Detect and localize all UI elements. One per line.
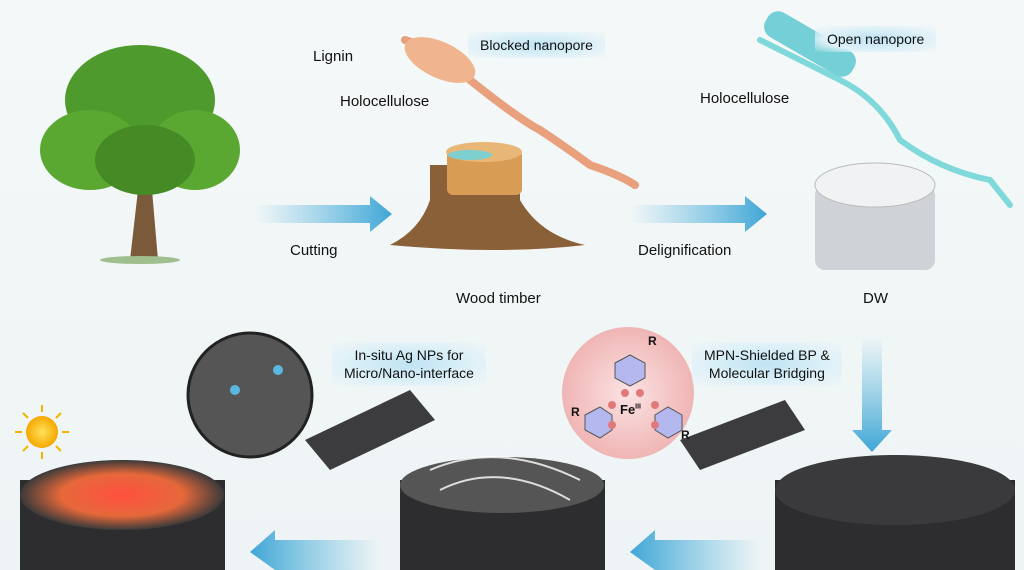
ag-np-line1: In-situ Ag NPs for <box>354 347 464 363</box>
mpn-line1: MPN-Shielded BP & <box>704 347 830 363</box>
holocellulose-left-label: Holocellulose <box>340 93 430 110</box>
cutting-arrow <box>255 196 392 232</box>
carbon-block-middle <box>400 456 605 570</box>
ag-np-label: In-situ Ag NPs for Micro/Nano-interface <box>332 342 486 386</box>
mpn-line2: Molecular Bridging <box>708 365 825 381</box>
mpn-label: MPN-Shielded BP & Molecular Bridging <box>692 342 842 386</box>
molecule-r-right: R <box>681 428 690 442</box>
dw-block <box>814 162 936 270</box>
sem-image <box>186 331 314 459</box>
molecule-r-left: R <box>571 405 580 419</box>
delignification-arrow <box>630 196 767 232</box>
sun-icon <box>15 405 69 459</box>
fe-oxidation: III <box>635 403 642 411</box>
wood-stump <box>390 142 585 250</box>
heated-block-left <box>20 460 225 570</box>
down-arrow <box>852 335 892 452</box>
left-arrow-1 <box>630 530 760 570</box>
fe-symbol: Fe <box>620 402 636 417</box>
open-fiber <box>757 37 1013 208</box>
left-arrow-2 <box>250 530 380 570</box>
carbon-block-right <box>775 455 1015 570</box>
cutting-label: Cutting <box>290 242 338 259</box>
wood-timber-label: Wood timber <box>456 290 541 307</box>
tube-left <box>305 390 435 470</box>
molecule-fe: FeIII <box>620 402 641 417</box>
holocellulose-right-label: Holocellulose <box>700 90 790 107</box>
lignin-label: Lignin <box>313 48 354 65</box>
ag-np-line2: Micro/Nano-interface <box>344 365 474 381</box>
molecule-r-top: R <box>648 334 657 348</box>
dw-label: DW <box>863 290 888 307</box>
tube-right <box>680 400 805 470</box>
delignification-label: Delignification <box>638 242 732 259</box>
tree-illustration <box>40 45 240 264</box>
open-nanopore-label: Open nanopore <box>815 26 937 52</box>
blocked-nanopore-label: Blocked nanopore <box>468 32 605 58</box>
